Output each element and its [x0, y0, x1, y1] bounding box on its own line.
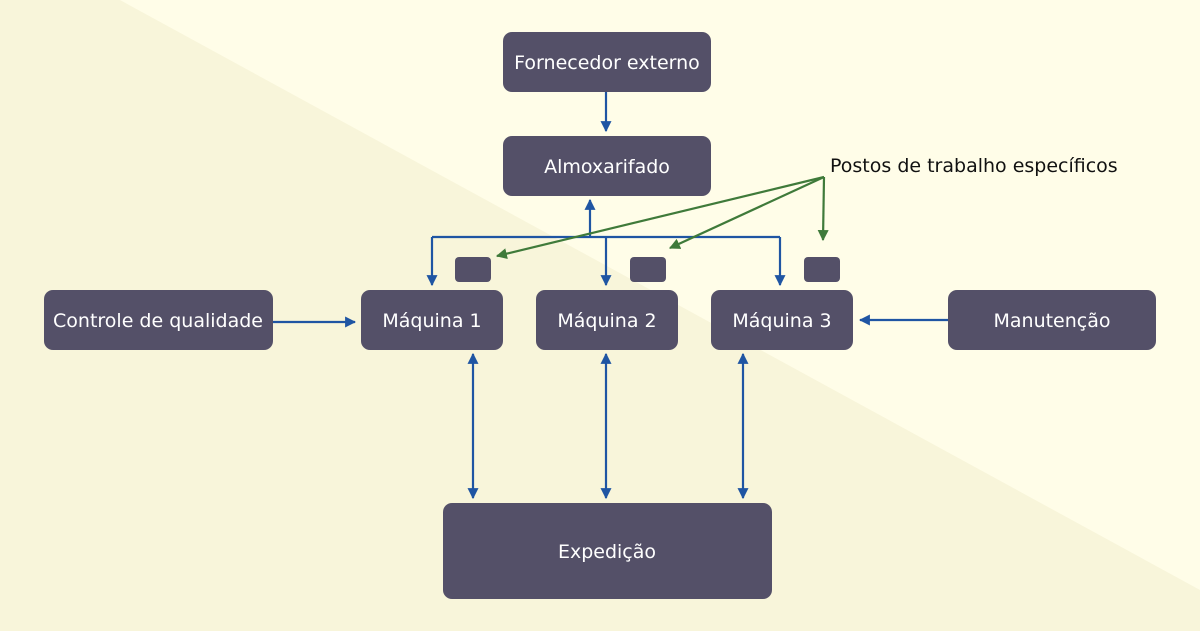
posto-trabalho-3: [804, 257, 840, 282]
node-label: Almoxarifado: [544, 156, 670, 178]
node-label: Máquina 1: [382, 310, 481, 332]
node-fornecedor-externo: Fornecedor externo: [503, 32, 711, 92]
node-maquina-1: Máquina 1: [361, 290, 503, 350]
node-label: Máquina 2: [557, 310, 656, 332]
node-controle-de-qualidade: Controle de qualidade: [44, 290, 273, 350]
node-manutencao: Manutenção: [948, 290, 1156, 350]
node-almoxarifado: Almoxarifado: [503, 136, 711, 196]
node-label: Fornecedor externo: [514, 52, 700, 74]
callout-arrow-posto2: [669, 176, 825, 249]
flow-connectors: [273, 92, 948, 500]
posto-trabalho-2: [630, 257, 666, 282]
node-label: Manutenção: [993, 310, 1110, 332]
node-label: Expedição: [558, 541, 656, 563]
callout-label: Postos de trabalho específicos: [830, 155, 1118, 177]
node-expedicao: Expedição: [443, 503, 772, 599]
node-maquina-3: Máquina 3: [711, 290, 853, 350]
node-label: Máquina 3: [732, 310, 831, 332]
node-maquina-2: Máquina 2: [536, 290, 678, 350]
callout-arrow-posto3: [817, 176, 829, 242]
callout-connectors: [495, 175, 829, 260]
node-label: Controle de qualidade: [53, 310, 263, 332]
callout-arrow-posto1: [495, 175, 825, 260]
posto-trabalho-1: [455, 257, 491, 282]
